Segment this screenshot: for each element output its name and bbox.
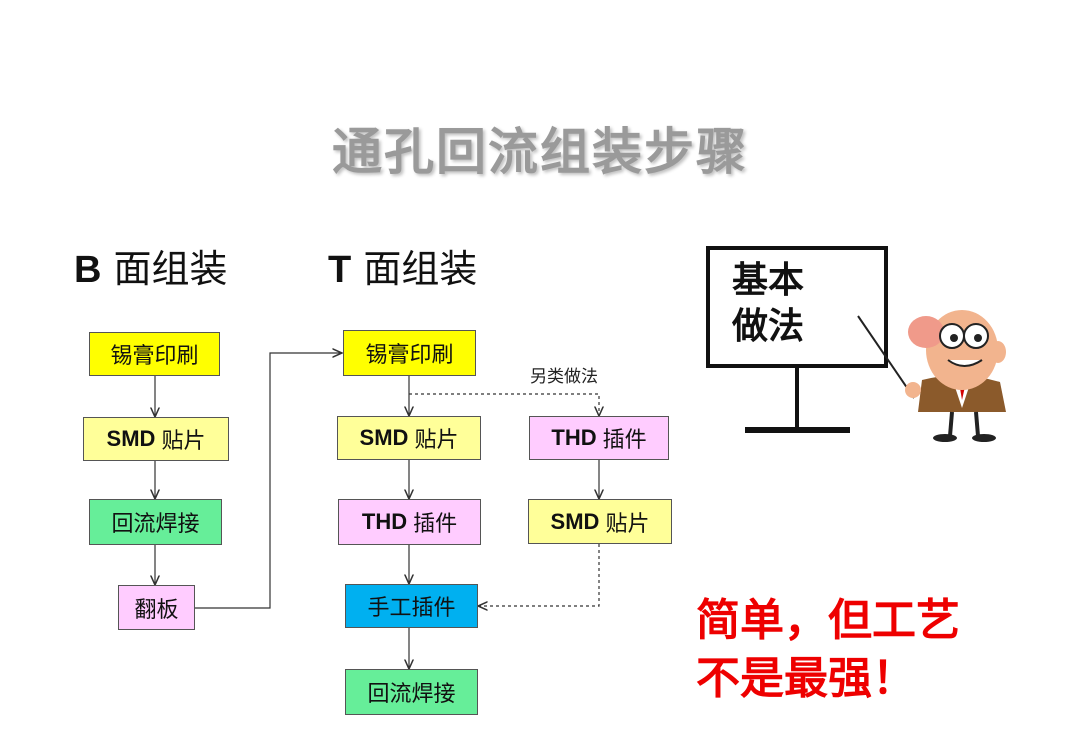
teacher-cartoon-icon: [706, 246, 1006, 442]
whiteboard-icon: [706, 246, 888, 433]
b-side-label: 面组装: [113, 247, 228, 291]
b-smd-bold: SMD: [106, 426, 156, 451]
t-thd-bold: THD: [361, 509, 408, 534]
b-solder-paste-box: 锡膏印刷: [89, 332, 220, 376]
t-side-label: 面组装: [363, 247, 478, 291]
t-reflow-box: 回流焊接: [345, 669, 478, 715]
alt-thd-bold: THD: [551, 425, 597, 450]
slide-title: 通孔回流组装步骤: [332, 123, 748, 181]
conclusion-note: 简单，但工艺 不是最强！: [696, 592, 960, 708]
t-side-heading: T 面组装: [328, 238, 477, 293]
alt-smd-text: 贴片: [605, 511, 650, 537]
b-side-letter: B: [74, 249, 102, 291]
t-side-letter: T: [328, 249, 352, 291]
alt-thd-text: 插件: [602, 428, 647, 453]
pointer-stick-icon: [857, 315, 915, 399]
arrow-alt-branch: [409, 393, 599, 416]
t-smd-bold: SMD: [359, 425, 409, 450]
conclusion-line-1: 简单，但工艺: [696, 595, 960, 646]
b-smd-text: 贴片: [161, 429, 206, 454]
b-flip-box: 翻板: [118, 585, 195, 630]
alt-smd-bold: SMD: [550, 508, 600, 534]
t-thd-text: 插件: [413, 512, 458, 537]
whiteboard-text: 基本 做法: [732, 258, 804, 350]
whiteboard-line-1: 基本: [732, 260, 805, 301]
whiteboard-line-2: 做法: [732, 306, 805, 347]
b-reflow-box: 回流焊接: [89, 499, 222, 545]
t-smd-text: 贴片: [414, 428, 459, 453]
t-manual-insert-box: 手工插件: [345, 584, 478, 628]
b-side-heading: B 面组装: [74, 238, 228, 293]
alt-method-label: 另类做法: [530, 367, 598, 387]
arrow-alt-smd-to-manual: [478, 544, 600, 606]
t-solder-paste-box: 锡膏印刷: [343, 330, 476, 376]
conclusion-line-2: 不是最强！: [696, 653, 916, 704]
arrow-flip-to-t-paste: [195, 353, 342, 609]
